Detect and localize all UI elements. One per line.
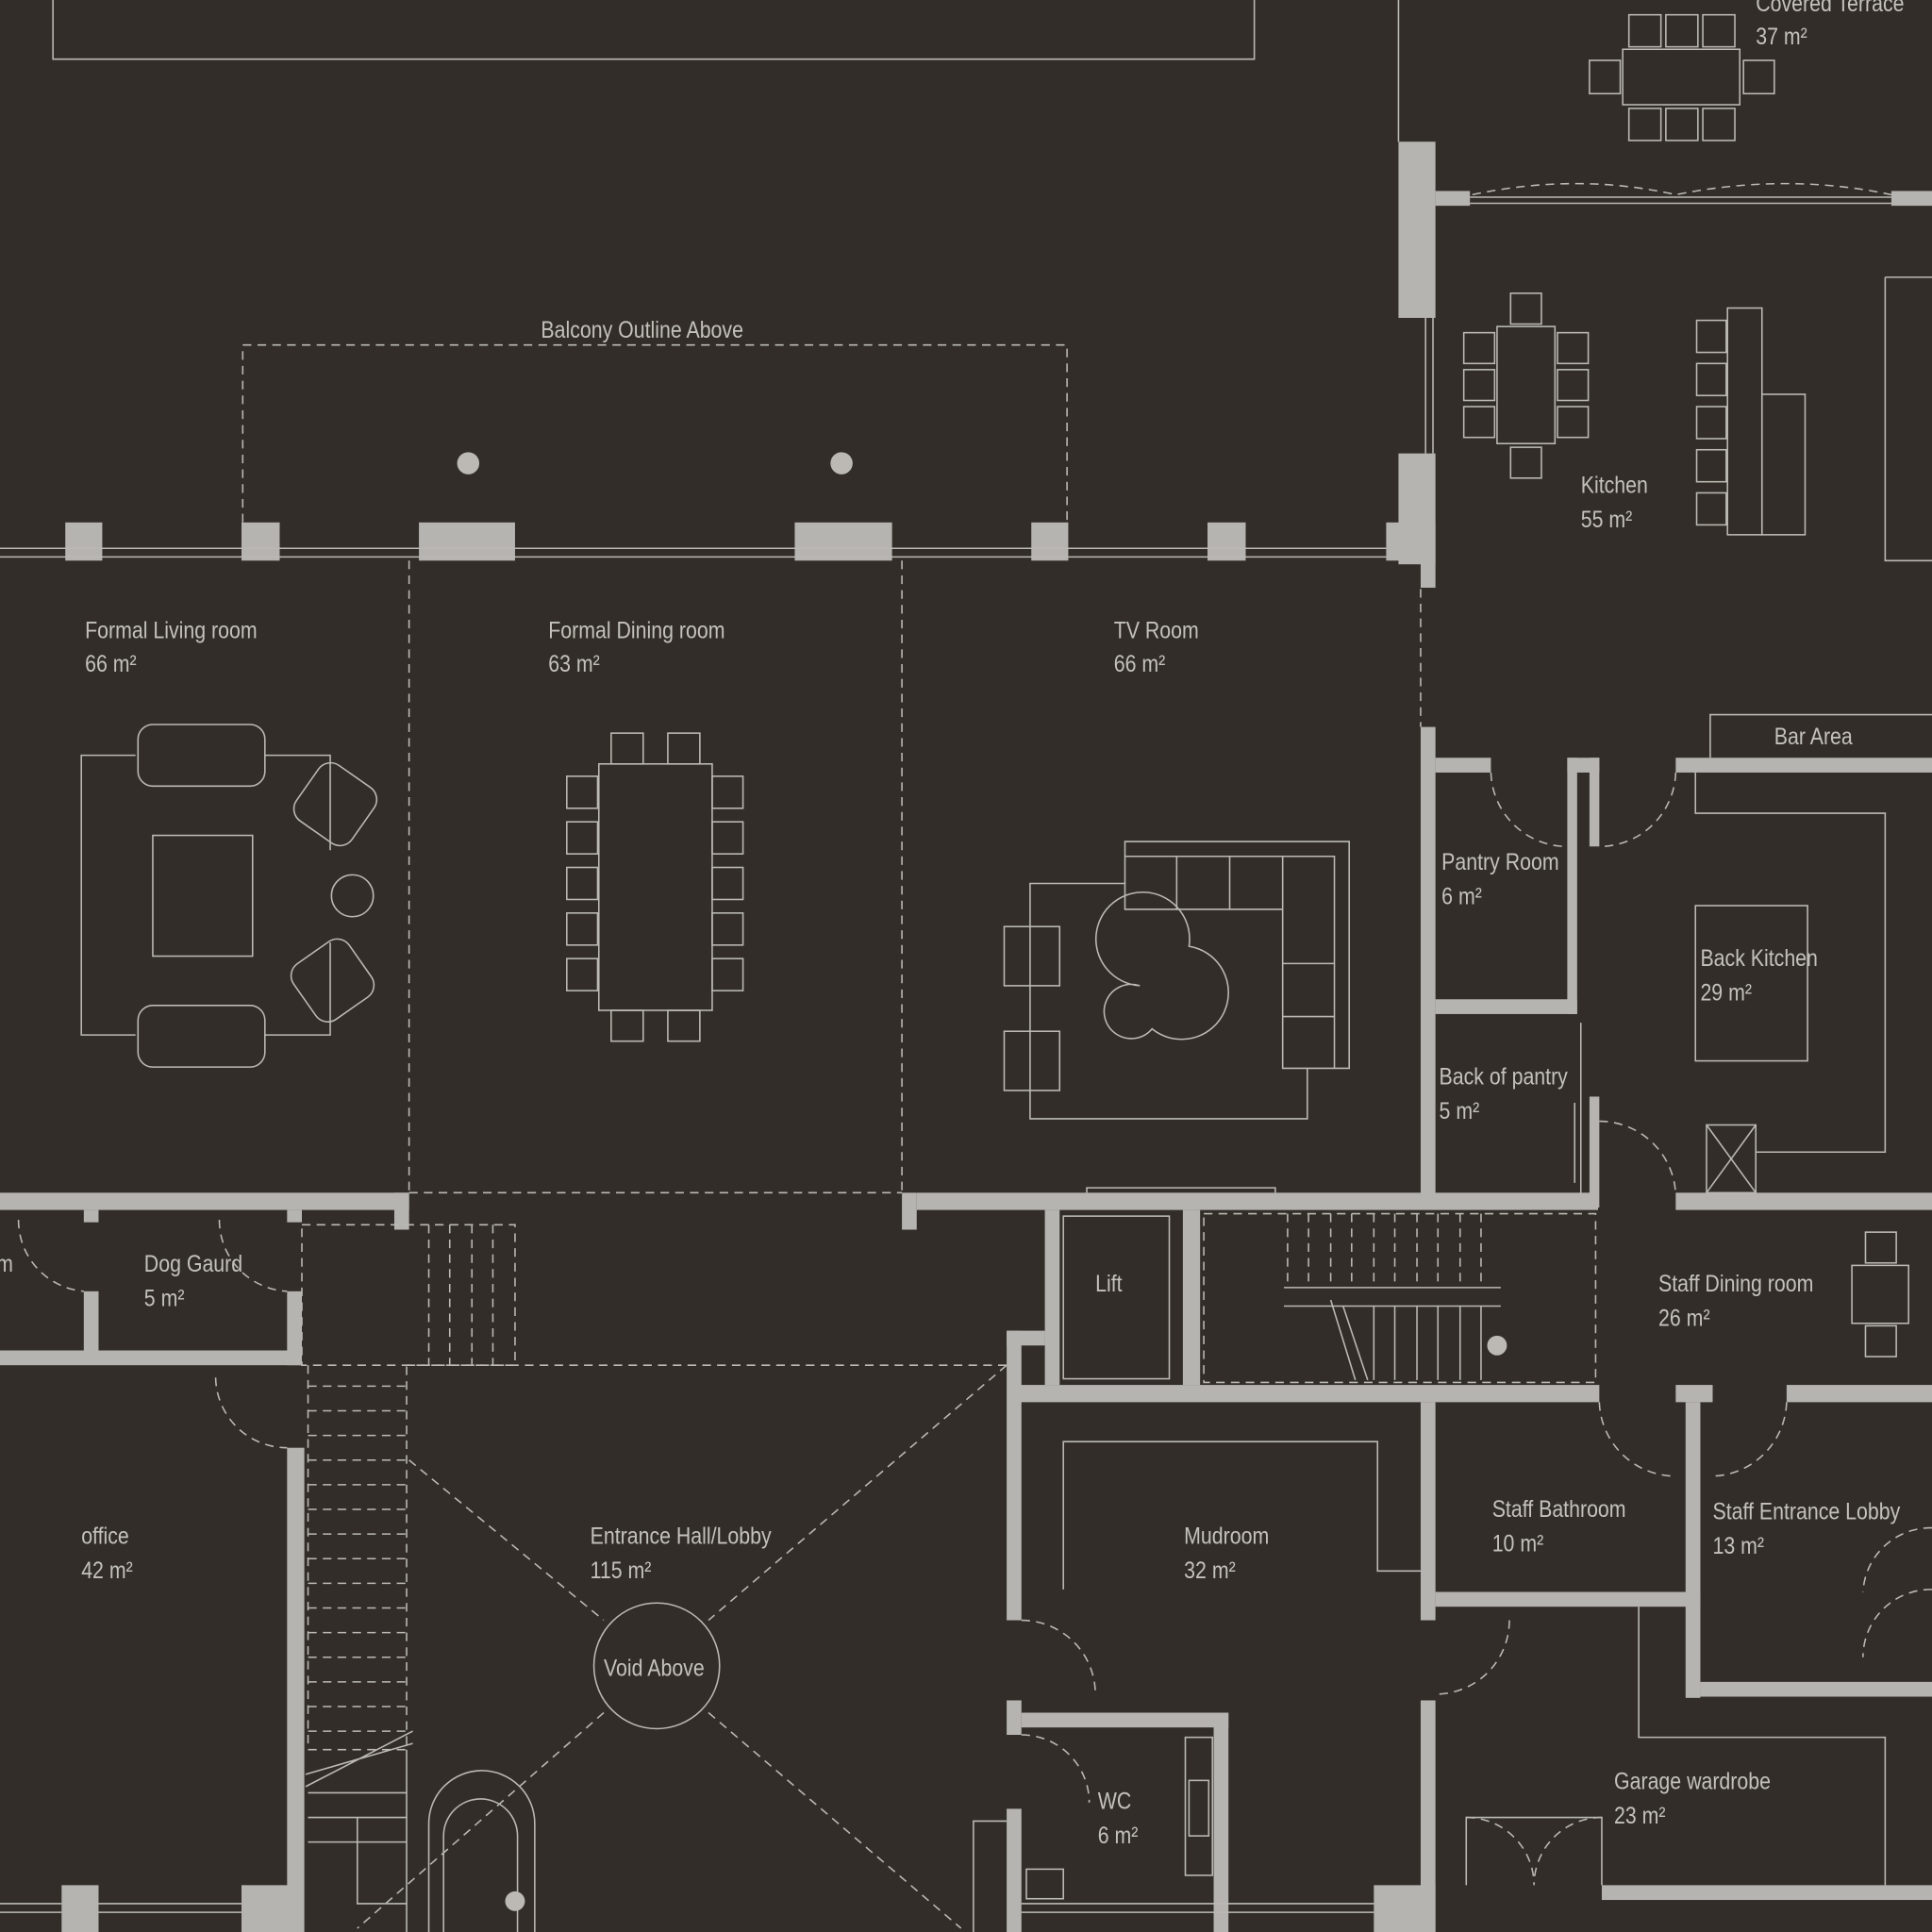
svg-text:WC: WC	[1098, 1788, 1132, 1814]
svg-text:Pantry Room: Pantry Room	[1441, 849, 1558, 875]
svg-text:Bar Area: Bar Area	[1774, 723, 1853, 749]
room-mudroom: Mudroom 32 m²	[1184, 1523, 1269, 1583]
room-covered-terrace: Covered Terrace 37 m²	[1756, 0, 1904, 49]
svg-text:Dog Gaurd: Dog Gaurd	[144, 1250, 242, 1276]
room-bar-area: Bar Area	[1774, 723, 1853, 749]
svg-text:Formal Dining room: Formal Dining room	[548, 617, 724, 643]
room-staff-bathroom: Staff Bathroom 10 m²	[1492, 1495, 1626, 1556]
svg-text:6 m²: 6 m²	[1441, 883, 1482, 909]
staff-dining-table	[1851, 1231, 1909, 1357]
void-above-label: Void Above	[604, 1655, 705, 1681]
balcony-label: Balcony Outline Above	[541, 316, 743, 342]
svg-text:Covered Terrace: Covered Terrace	[1756, 0, 1904, 16]
room-formal-dining: Formal Dining room 63 m²	[548, 617, 724, 676]
room-back-of-pantry: Back of pantry 5 m²	[1440, 1063, 1569, 1124]
svg-text:66 m²: 66 m²	[85, 650, 137, 676]
room-staff-entrance-lobby: Staff Entrance Lobby 13 m²	[1713, 1498, 1901, 1558]
terrace-dining-set	[1589, 13, 1775, 142]
svg-text:Back of pantry: Back of pantry	[1440, 1063, 1569, 1090]
room-labels: Covered Terrace 37 m² Kitchen 55 m² Formal…	[0, 0, 1904, 1848]
room-tv: TV Room 66 m²	[1114, 617, 1199, 676]
svg-text:55 m²: 55 m²	[1581, 507, 1633, 533]
kitchen-table	[1462, 292, 1590, 479]
svg-text:29 m²: 29 m²	[1700, 979, 1752, 1006]
svg-text:Lift: Lift	[1095, 1270, 1123, 1296]
svg-text:66 m²: 66 m²	[1114, 650, 1166, 676]
tv-room-sofa	[1003, 841, 1350, 1120]
dining-table	[566, 732, 744, 1042]
balcony-outline	[242, 343, 1068, 523]
svg-text:Staff Entrance Lobby: Staff Entrance Lobby	[1713, 1498, 1901, 1524]
svg-text:13 m²: 13 m²	[1713, 1533, 1765, 1559]
svg-text:42 m²: 42 m²	[81, 1557, 133, 1584]
room-pantry: Pantry Room 6 m²	[1441, 849, 1558, 909]
svg-text:Entrance Hall/Lobby: Entrance Hall/Lobby	[591, 1523, 772, 1549]
svg-text:Garage wardrobe: Garage wardrobe	[1614, 1768, 1771, 1794]
room-lift: Lift	[1095, 1270, 1123, 1296]
svg-text:Back Kitchen: Back Kitchen	[1700, 944, 1817, 971]
kitchen-island	[1695, 307, 1807, 536]
walls	[0, 142, 1932, 1932]
stair-treads	[1287, 1213, 1482, 1380]
svg-text:Formal Living room: Formal Living room	[85, 617, 257, 643]
svg-text:Staff Bathroom: Staff Bathroom	[1492, 1495, 1626, 1522]
svg-text:5 m²: 5 m²	[144, 1285, 185, 1311]
svg-text:10 m²: 10 m²	[1492, 1530, 1544, 1557]
svg-text:m: m	[0, 1250, 13, 1276]
svg-text:office: office	[81, 1523, 129, 1549]
svg-text:32 m²: 32 m²	[1184, 1557, 1236, 1584]
svg-text:Staff Dining room: Staff Dining room	[1658, 1270, 1813, 1296]
room-dog-gaurd: Dog Gaurd 5 m²	[144, 1250, 242, 1310]
svg-text:TV Room: TV Room	[1114, 617, 1199, 643]
room-partial: m	[0, 1250, 13, 1276]
room-back-kitchen: Back Kitchen 29 m²	[1700, 944, 1817, 1005]
svg-text:115 m²: 115 m²	[591, 1557, 652, 1584]
room-formal-living: Formal Living room 66 m²	[85, 617, 257, 676]
room-entrance-hall: Entrance Hall/Lobby 115 m²	[591, 1523, 772, 1583]
room-office: office 42 m²	[81, 1523, 133, 1583]
svg-text:63 m²: 63 m²	[548, 650, 600, 676]
room-kitchen: Kitchen 55 m²	[1581, 472, 1648, 532]
svg-text:5 m²: 5 m²	[1440, 1097, 1480, 1124]
svg-text:Kitchen: Kitchen	[1581, 472, 1648, 498]
room-wc: WC 6 m²	[1098, 1788, 1139, 1848]
room-staff-dining: Staff Dining room 26 m²	[1658, 1270, 1813, 1330]
svg-text:37 m²: 37 m²	[1756, 24, 1807, 50]
svg-text:26 m²: 26 m²	[1658, 1305, 1710, 1331]
room-garage-wardrobe: Garage wardrobe 23 m²	[1614, 1768, 1771, 1828]
svg-text:Mudroom: Mudroom	[1184, 1523, 1269, 1549]
svg-text:6 m²: 6 m²	[1098, 1822, 1139, 1848]
living-room-furniture	[80, 724, 378, 1068]
svg-text:23 m²: 23 m²	[1614, 1803, 1666, 1829]
annotations: Balcony Outline Above Void Above	[541, 316, 743, 1680]
upper-outline	[52, 0, 1400, 142]
door-swings	[17, 772, 1932, 1886]
